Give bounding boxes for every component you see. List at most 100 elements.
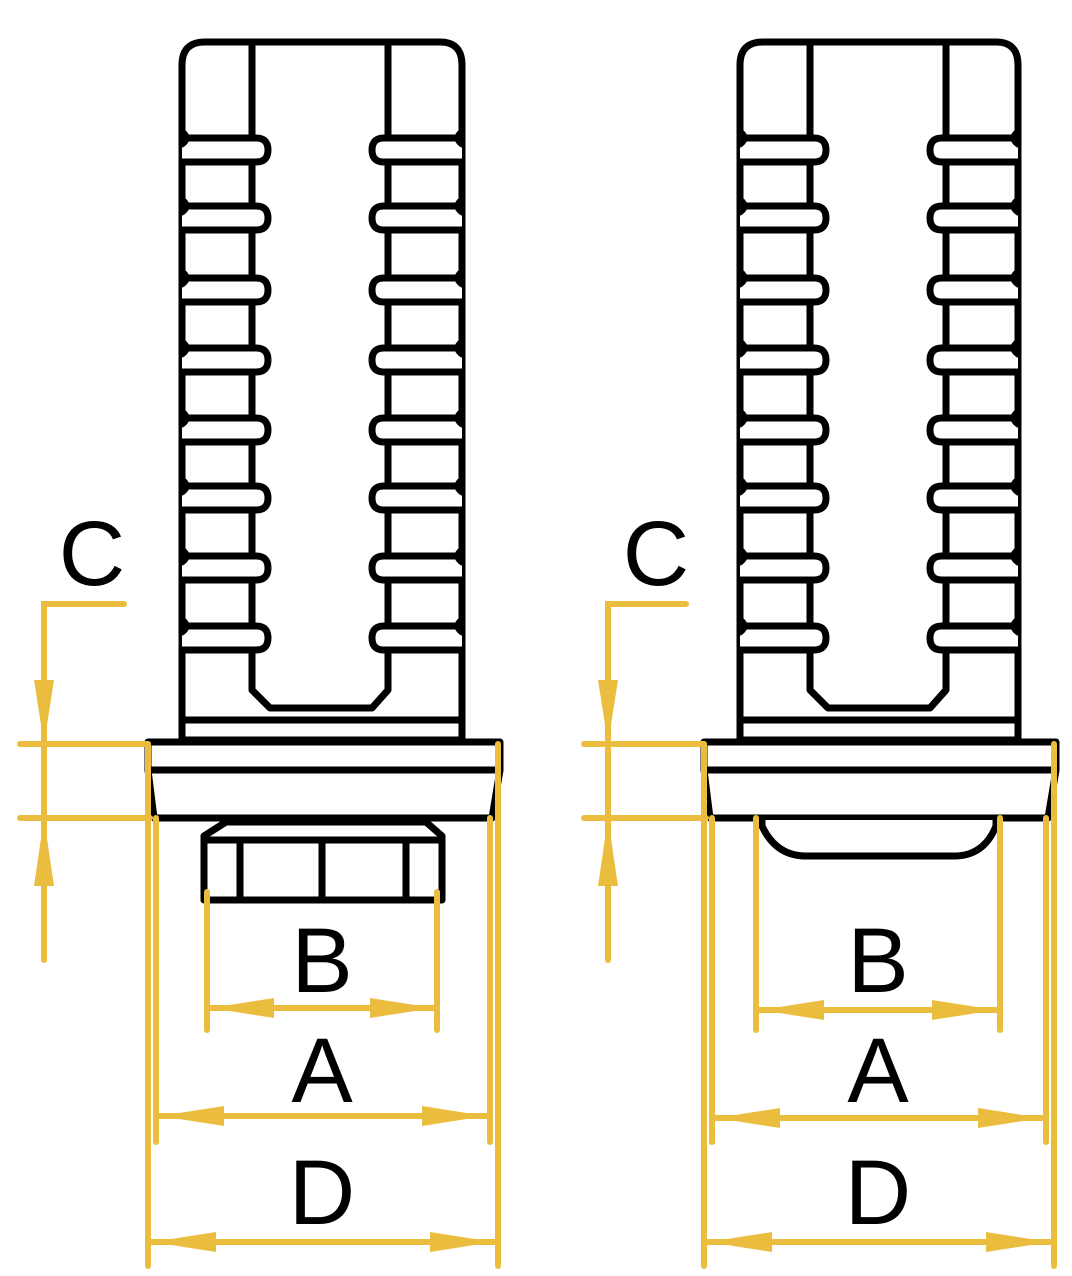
right-dim-b-arrow-right [932, 1000, 996, 1020]
left-dim-d-label: D [289, 1142, 355, 1244]
left-notch-right-5 [454, 408, 466, 428]
left-rib-left-5 [178, 414, 272, 446]
right-rib-left-1 [736, 134, 830, 166]
left-notch-left-5 [178, 408, 190, 428]
right-dim-a-arrow-right [978, 1108, 1042, 1128]
right-notch-left-8 [736, 616, 748, 636]
left-dimension-a: A [153, 815, 493, 1145]
left-rib-left-3 [178, 274, 272, 306]
left-dimension-b: B [204, 889, 440, 1033]
left-barb-ribs [178, 128, 466, 724]
right-rounded-boss [758, 816, 1000, 860]
right-dim-c-arrow-up [598, 818, 618, 886]
right-dimension-c: C [581, 503, 709, 963]
left-notch-left-8 [178, 616, 190, 636]
right-flange-lower [700, 766, 1060, 822]
right-notch-left-5 [736, 408, 748, 428]
right-flange [700, 738, 1060, 822]
right-dim-b-label: B [847, 910, 908, 1012]
left-dim-b-label: B [291, 910, 352, 1012]
left-notch-right-3 [454, 268, 466, 288]
right-notch-right-5 [1010, 408, 1022, 428]
right-dim-a-arrow-left [716, 1108, 780, 1128]
left-rib-right-2 [368, 202, 466, 234]
left-notch-right-4 [454, 338, 466, 358]
right-rib-right-5 [926, 414, 1022, 446]
right-rib-right-1 [926, 134, 1022, 166]
left-dim-c-arrow-up [34, 818, 54, 886]
left-notch-left-6 [178, 476, 190, 496]
left-rib-left-1 [178, 134, 272, 166]
right-rib-left-7 [736, 552, 830, 584]
right-notch-left-4 [736, 338, 748, 358]
left-dim-a-arrow-left [160, 1106, 224, 1126]
right-dim-c-leader [605, 601, 689, 963]
right-rib-right-4 [926, 344, 1022, 376]
left-dim-b-arrow-left [210, 998, 274, 1018]
left-dimension-d: D [145, 741, 501, 1269]
right-notch-left-2 [736, 196, 748, 216]
left-flange-upper [144, 738, 504, 774]
left-rib-right-6 [368, 482, 466, 514]
right-dim-b-arrow-left [760, 1000, 824, 1020]
left-rib-left-4 [178, 344, 272, 376]
left-rib-left-2 [178, 202, 272, 234]
right-dim-d-label: D [845, 1142, 911, 1244]
right-dimension-a: A [709, 815, 1049, 1145]
right-rib-left-6 [736, 482, 830, 514]
left-dim-d-arrow-right [430, 1232, 494, 1252]
right-notch-right-1 [1010, 128, 1022, 148]
right-notch-right-7 [1010, 546, 1022, 566]
right-rib-right-3 [926, 274, 1022, 306]
right-dimension-b: B [753, 815, 1003, 1033]
left-hex-nut [200, 818, 446, 904]
left-rib-left-6 [178, 482, 272, 514]
right-dim-d-arrow-right [986, 1232, 1050, 1252]
left-dim-b-arrow-right [370, 998, 434, 1018]
left-flange [144, 738, 504, 822]
right-dim-c-label: C [623, 503, 689, 605]
right-dim-c-arrow-down [598, 680, 618, 744]
left-notch-right-1 [454, 128, 466, 148]
left-notch-left-1 [178, 128, 190, 148]
left-rib-right-7 [368, 552, 466, 584]
left-notch-left-4 [178, 338, 190, 358]
right-rib-right-6 [926, 482, 1022, 514]
right-rib-right-2 [926, 202, 1022, 234]
left-notch-right-8 [454, 616, 466, 636]
right-rib-left-2 [736, 202, 830, 234]
left-dim-c-arrow-down [34, 680, 54, 744]
left-rib-left-7 [178, 552, 272, 584]
right-dim-d-arrow-left [708, 1232, 772, 1252]
left-rib-right-1 [368, 134, 466, 166]
left-notch-right-7 [454, 546, 466, 566]
left-notch-right-2 [454, 196, 466, 216]
left-notch-left-7 [178, 546, 190, 566]
right-notch-right-2 [1010, 196, 1022, 216]
left-flange-lower [144, 766, 504, 822]
right-rib-left-3 [736, 274, 830, 306]
left-rib-right-8 [368, 622, 466, 654]
left-notch-left-2 [178, 196, 190, 216]
right-rib-left-4 [736, 344, 830, 376]
right-notch-right-4 [1010, 338, 1022, 358]
left-barb-body [178, 38, 466, 744]
right-dimension-d: D [701, 741, 1057, 1269]
left-notch-left-3 [178, 268, 190, 288]
right-rib-right-7 [926, 552, 1022, 584]
right-notch-right-8 [1010, 616, 1022, 636]
left-dimension-c: C [17, 503, 153, 963]
left-notch-right-6 [454, 476, 466, 496]
right-dim-a-label: A [847, 1020, 909, 1122]
left-dim-a-label: A [291, 1020, 353, 1122]
right-fitting-view: C B A D [581, 38, 1060, 1269]
right-notch-left-3 [736, 268, 748, 288]
left-fitting-view: C B A D [17, 38, 504, 1269]
right-rib-right-8 [926, 622, 1022, 654]
right-barb-ribs [736, 128, 1022, 724]
left-rib-right-5 [368, 414, 466, 446]
left-rib-left-8 [178, 622, 272, 654]
left-dim-c-leader [41, 601, 127, 963]
right-barb-body [736, 38, 1022, 744]
